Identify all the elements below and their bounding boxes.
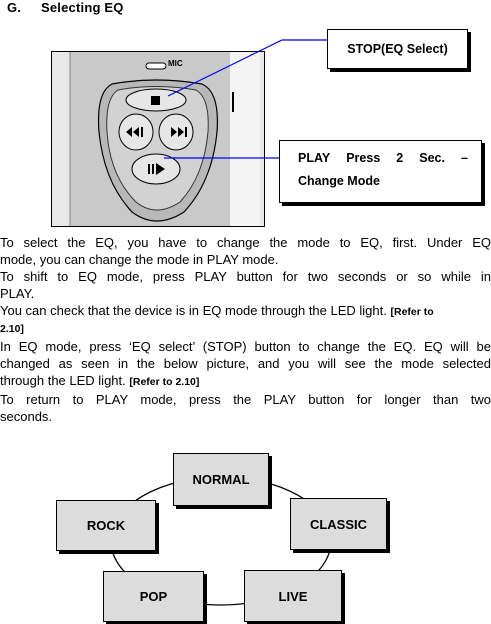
- reference-note: [Refer to 2.10]: [129, 376, 200, 388]
- stop-callout-text: STOP(EQ Select): [347, 42, 448, 56]
- paragraph-text: You can check that the device is in EQ m…: [0, 303, 387, 318]
- play-callout-word: –: [461, 151, 468, 165]
- play-callout-word: PLAY: [298, 151, 331, 165]
- paragraph-line: To shift to EQ mode, press PLAY button f…: [0, 269, 491, 284]
- device-illustration: [52, 52, 264, 226]
- play-callout-line1: PLAY Press 2 Sec. –: [298, 151, 468, 165]
- eq-classic-box: CLASSIC: [290, 498, 387, 550]
- eq-pop-label: POP: [139, 589, 168, 604]
- paragraph-line: You can check that the device is in EQ m…: [0, 302, 491, 321]
- play-callout-word: Sec.: [419, 151, 445, 165]
- eq-live-label: LIVE: [278, 588, 308, 604]
- eq-normal-box: NORMAL: [173, 453, 269, 506]
- device-image: [51, 51, 265, 227]
- paragraph-line: mode, you can change the mode in PLAY mo…: [0, 252, 279, 267]
- reference-note: [Refer to: [390, 306, 434, 318]
- body-text: To select the EQ, you have to change the…: [0, 234, 491, 425]
- play-callout-line2: Change Mode: [298, 174, 380, 188]
- section-heading: G. Selecting EQ: [7, 0, 124, 15]
- paragraph-line: seconds.: [0, 409, 53, 424]
- paragraph-line: PLAY.: [0, 286, 35, 301]
- play-callout-word: 2: [396, 151, 404, 165]
- paragraph-line: In EQ mode, press ‘EQ select’ (STOP) but…: [0, 339, 491, 354]
- eq-normal-label: NORMAL: [192, 472, 250, 487]
- reference-note: 2.10]: [0, 323, 24, 335]
- section-letter: G.: [7, 0, 22, 15]
- paragraph-line: through the LED light. [Refer to 2.10]: [0, 372, 491, 391]
- paragraph-line: To select the EQ, you have to change the…: [0, 235, 491, 250]
- eq-rock-box: ROCK: [56, 500, 156, 551]
- paragraph-line: To return to PLAY mode, press the PLAY b…: [0, 392, 491, 407]
- eq-pop-box: POP: [103, 571, 204, 622]
- section-title: Selecting EQ: [41, 0, 124, 15]
- play-callout: PLAY Press 2 Sec. – Change Mode: [279, 140, 482, 203]
- stop-callout: STOP(EQ Select): [327, 29, 468, 69]
- eq-classic-label: CLASSIC: [309, 516, 368, 532]
- mic-label: MIC: [168, 59, 183, 68]
- paragraph-line: changed as seen in the below picture, an…: [0, 356, 491, 371]
- play-callout-word: Press: [346, 151, 381, 165]
- eq-live-box: LIVE: [244, 570, 342, 622]
- eq-rock-label: ROCK: [86, 518, 126, 533]
- paragraph-text: through the LED light.: [0, 373, 126, 388]
